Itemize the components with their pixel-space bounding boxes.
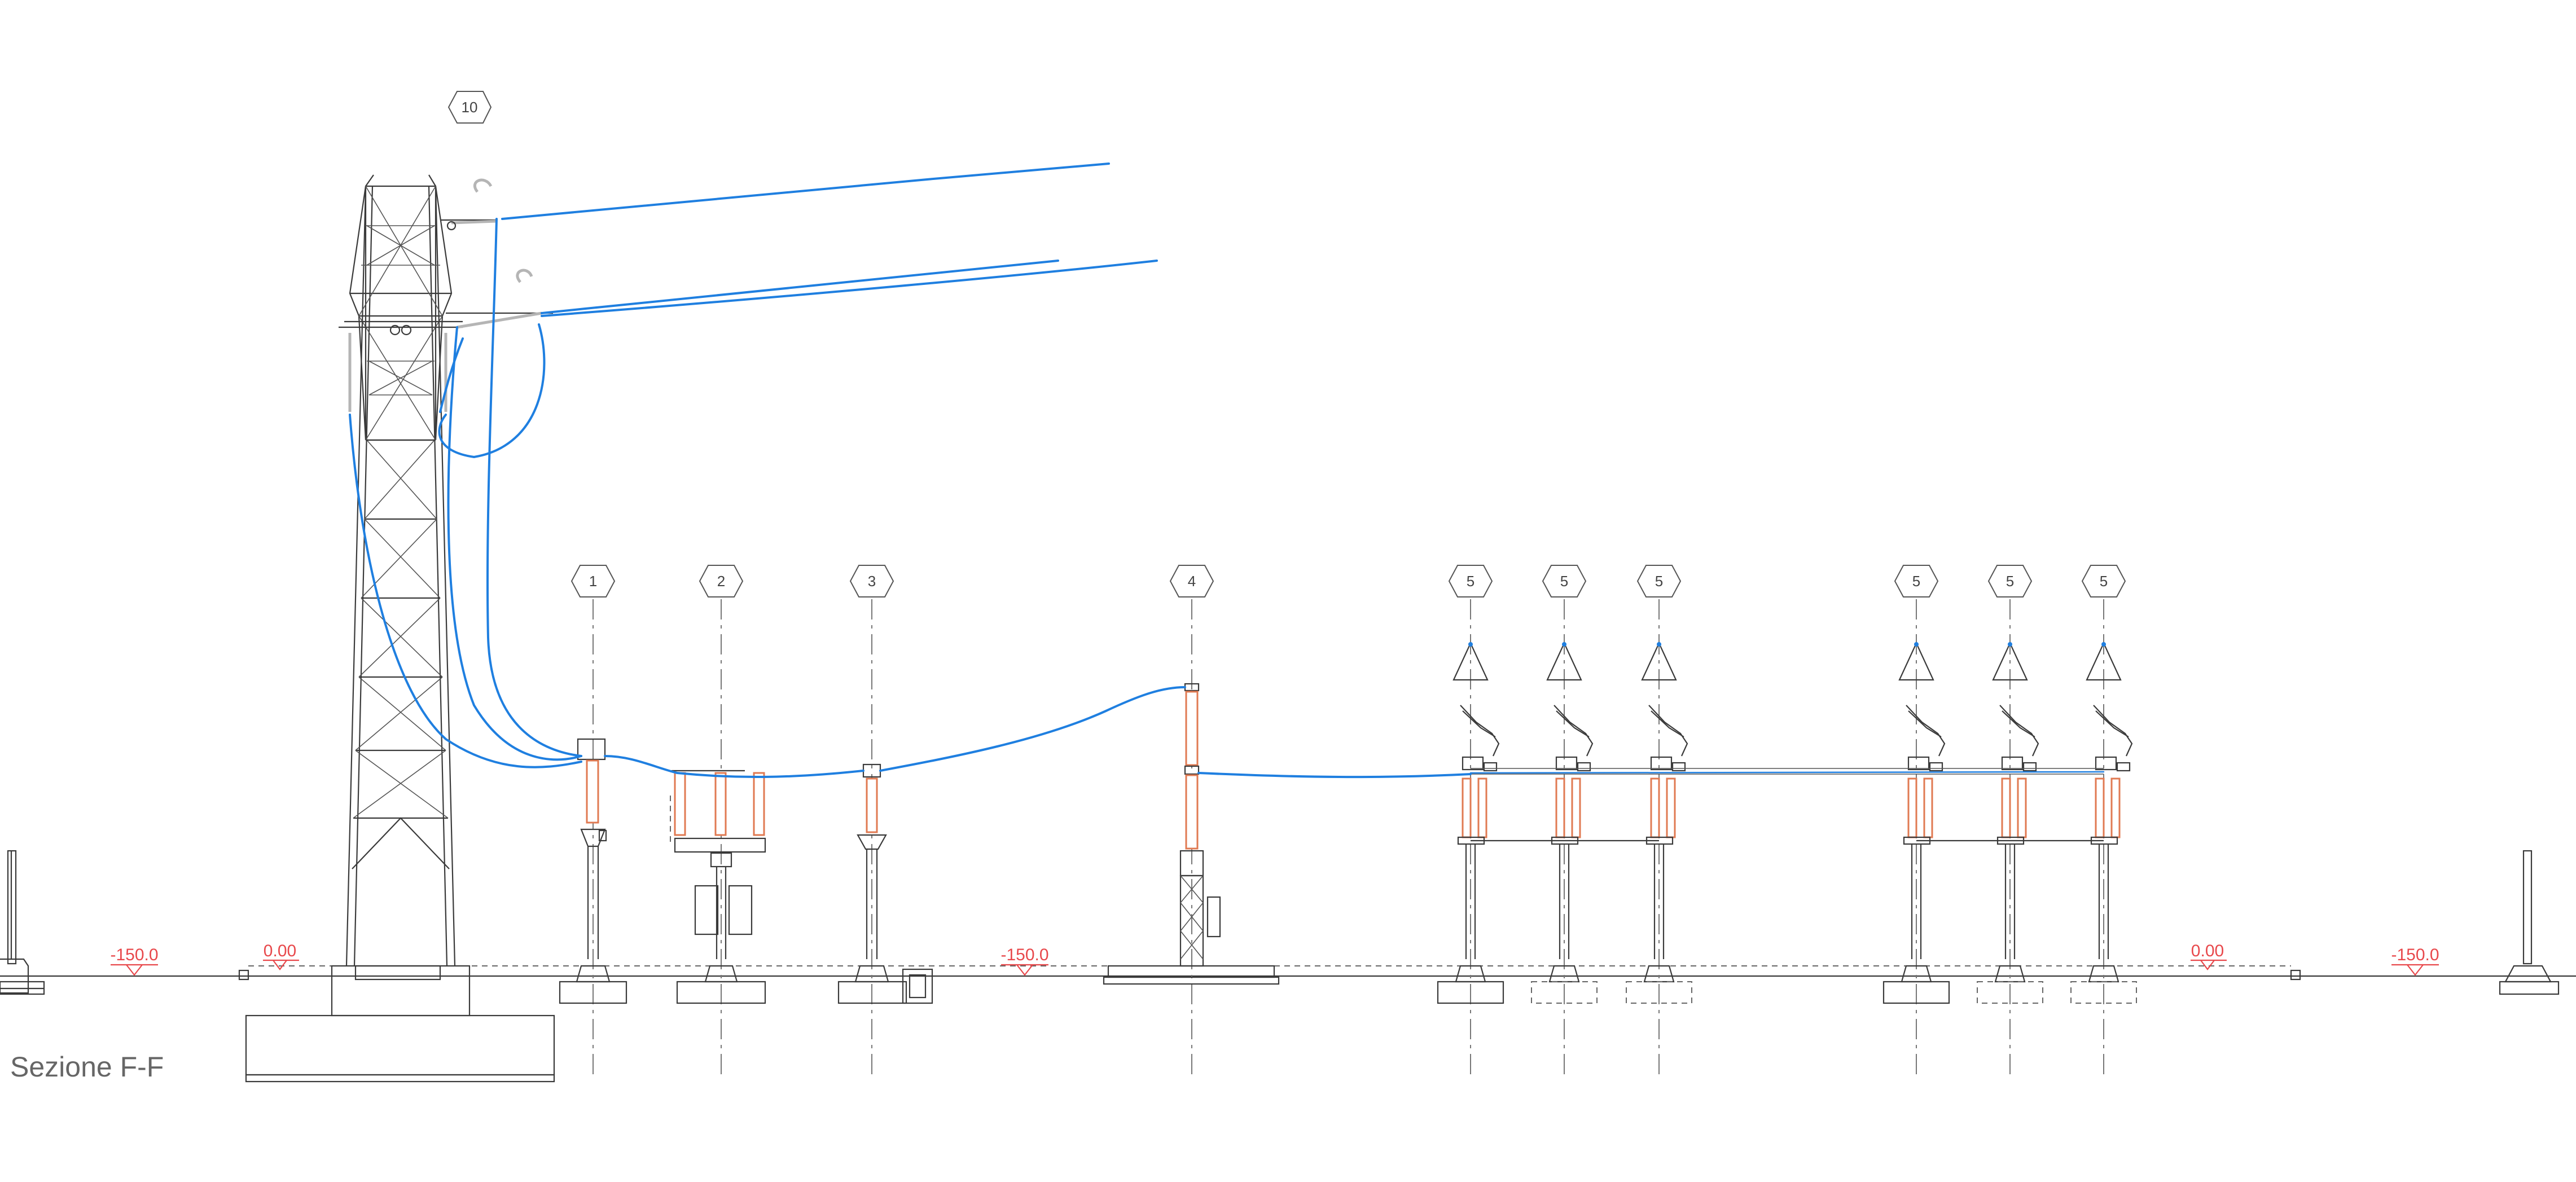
svg-text:-150.0: -150.0	[110, 946, 158, 964]
equipment-2	[670, 770, 766, 1004]
tag-5f: 5	[2081, 565, 2126, 597]
svg-text:5: 5	[1655, 573, 1663, 590]
svg-text:-150.0: -150.0	[2391, 946, 2439, 964]
tag-5c: 5	[1636, 565, 1682, 597]
svg-text:10: 10	[462, 99, 478, 116]
tag-1: 1	[571, 565, 616, 597]
conductors	[349, 162, 2105, 779]
ground-box-left	[238, 969, 249, 981]
level-marker-2: 0.00	[263, 942, 299, 970]
disconnector-unit	[1437, 641, 1504, 1004]
svg-text:5: 5	[2006, 573, 2014, 590]
end-post-left	[0, 850, 45, 995]
level-marker-4: 0.00	[2191, 942, 2227, 970]
tag-2: 2	[699, 565, 744, 597]
tag-5e: 5	[1987, 565, 2033, 597]
equipment-3	[837, 763, 933, 1004]
disconnector-unit	[1977, 641, 2043, 1004]
disconnector-group	[1437, 641, 2137, 1004]
disconnector-unit	[1531, 641, 1598, 1004]
svg-text:0.00: 0.00	[2191, 942, 2224, 960]
svg-text:2: 2	[717, 573, 725, 590]
tag-5d: 5	[1894, 565, 1939, 597]
svg-text:5: 5	[1467, 573, 1474, 590]
svg-text:5: 5	[2100, 573, 2108, 590]
equipment-1	[559, 738, 627, 1004]
equipment-4	[1103, 683, 1280, 985]
level-marker-3: -150.0	[1000, 946, 1049, 976]
svg-text:0.00: 0.00	[264, 942, 296, 960]
svg-text:4: 4	[1188, 573, 1196, 590]
svg-text:3: 3	[868, 573, 876, 590]
busbars	[1471, 768, 2104, 842]
ground-line	[0, 965, 2576, 977]
svg-text:-150.0: -150.0	[1000, 946, 1048, 964]
disconnector-unit	[1882, 641, 1950, 1004]
section-title: Sezione F-F	[10, 1051, 164, 1083]
svg-text:5: 5	[1912, 573, 1920, 590]
tag-5a: 5	[1448, 565, 1493, 597]
disconnector-unit	[2070, 641, 2137, 1004]
tag-4: 4	[1169, 565, 1214, 597]
level-marker-1: -150.0	[110, 946, 159, 976]
svg-text:5: 5	[1560, 573, 1568, 590]
tag-3: 3	[849, 565, 894, 597]
tag-10: 10	[447, 91, 492, 124]
svg-text:1: 1	[589, 573, 597, 590]
level-marker-5: -150.0	[2391, 946, 2439, 976]
ground-box-right	[2290, 969, 2301, 981]
center-axes	[593, 599, 2104, 1075]
tag-5b: 5	[1542, 565, 1587, 597]
lattice-tower	[245, 174, 555, 1083]
end-post-right	[2499, 850, 2560, 995]
